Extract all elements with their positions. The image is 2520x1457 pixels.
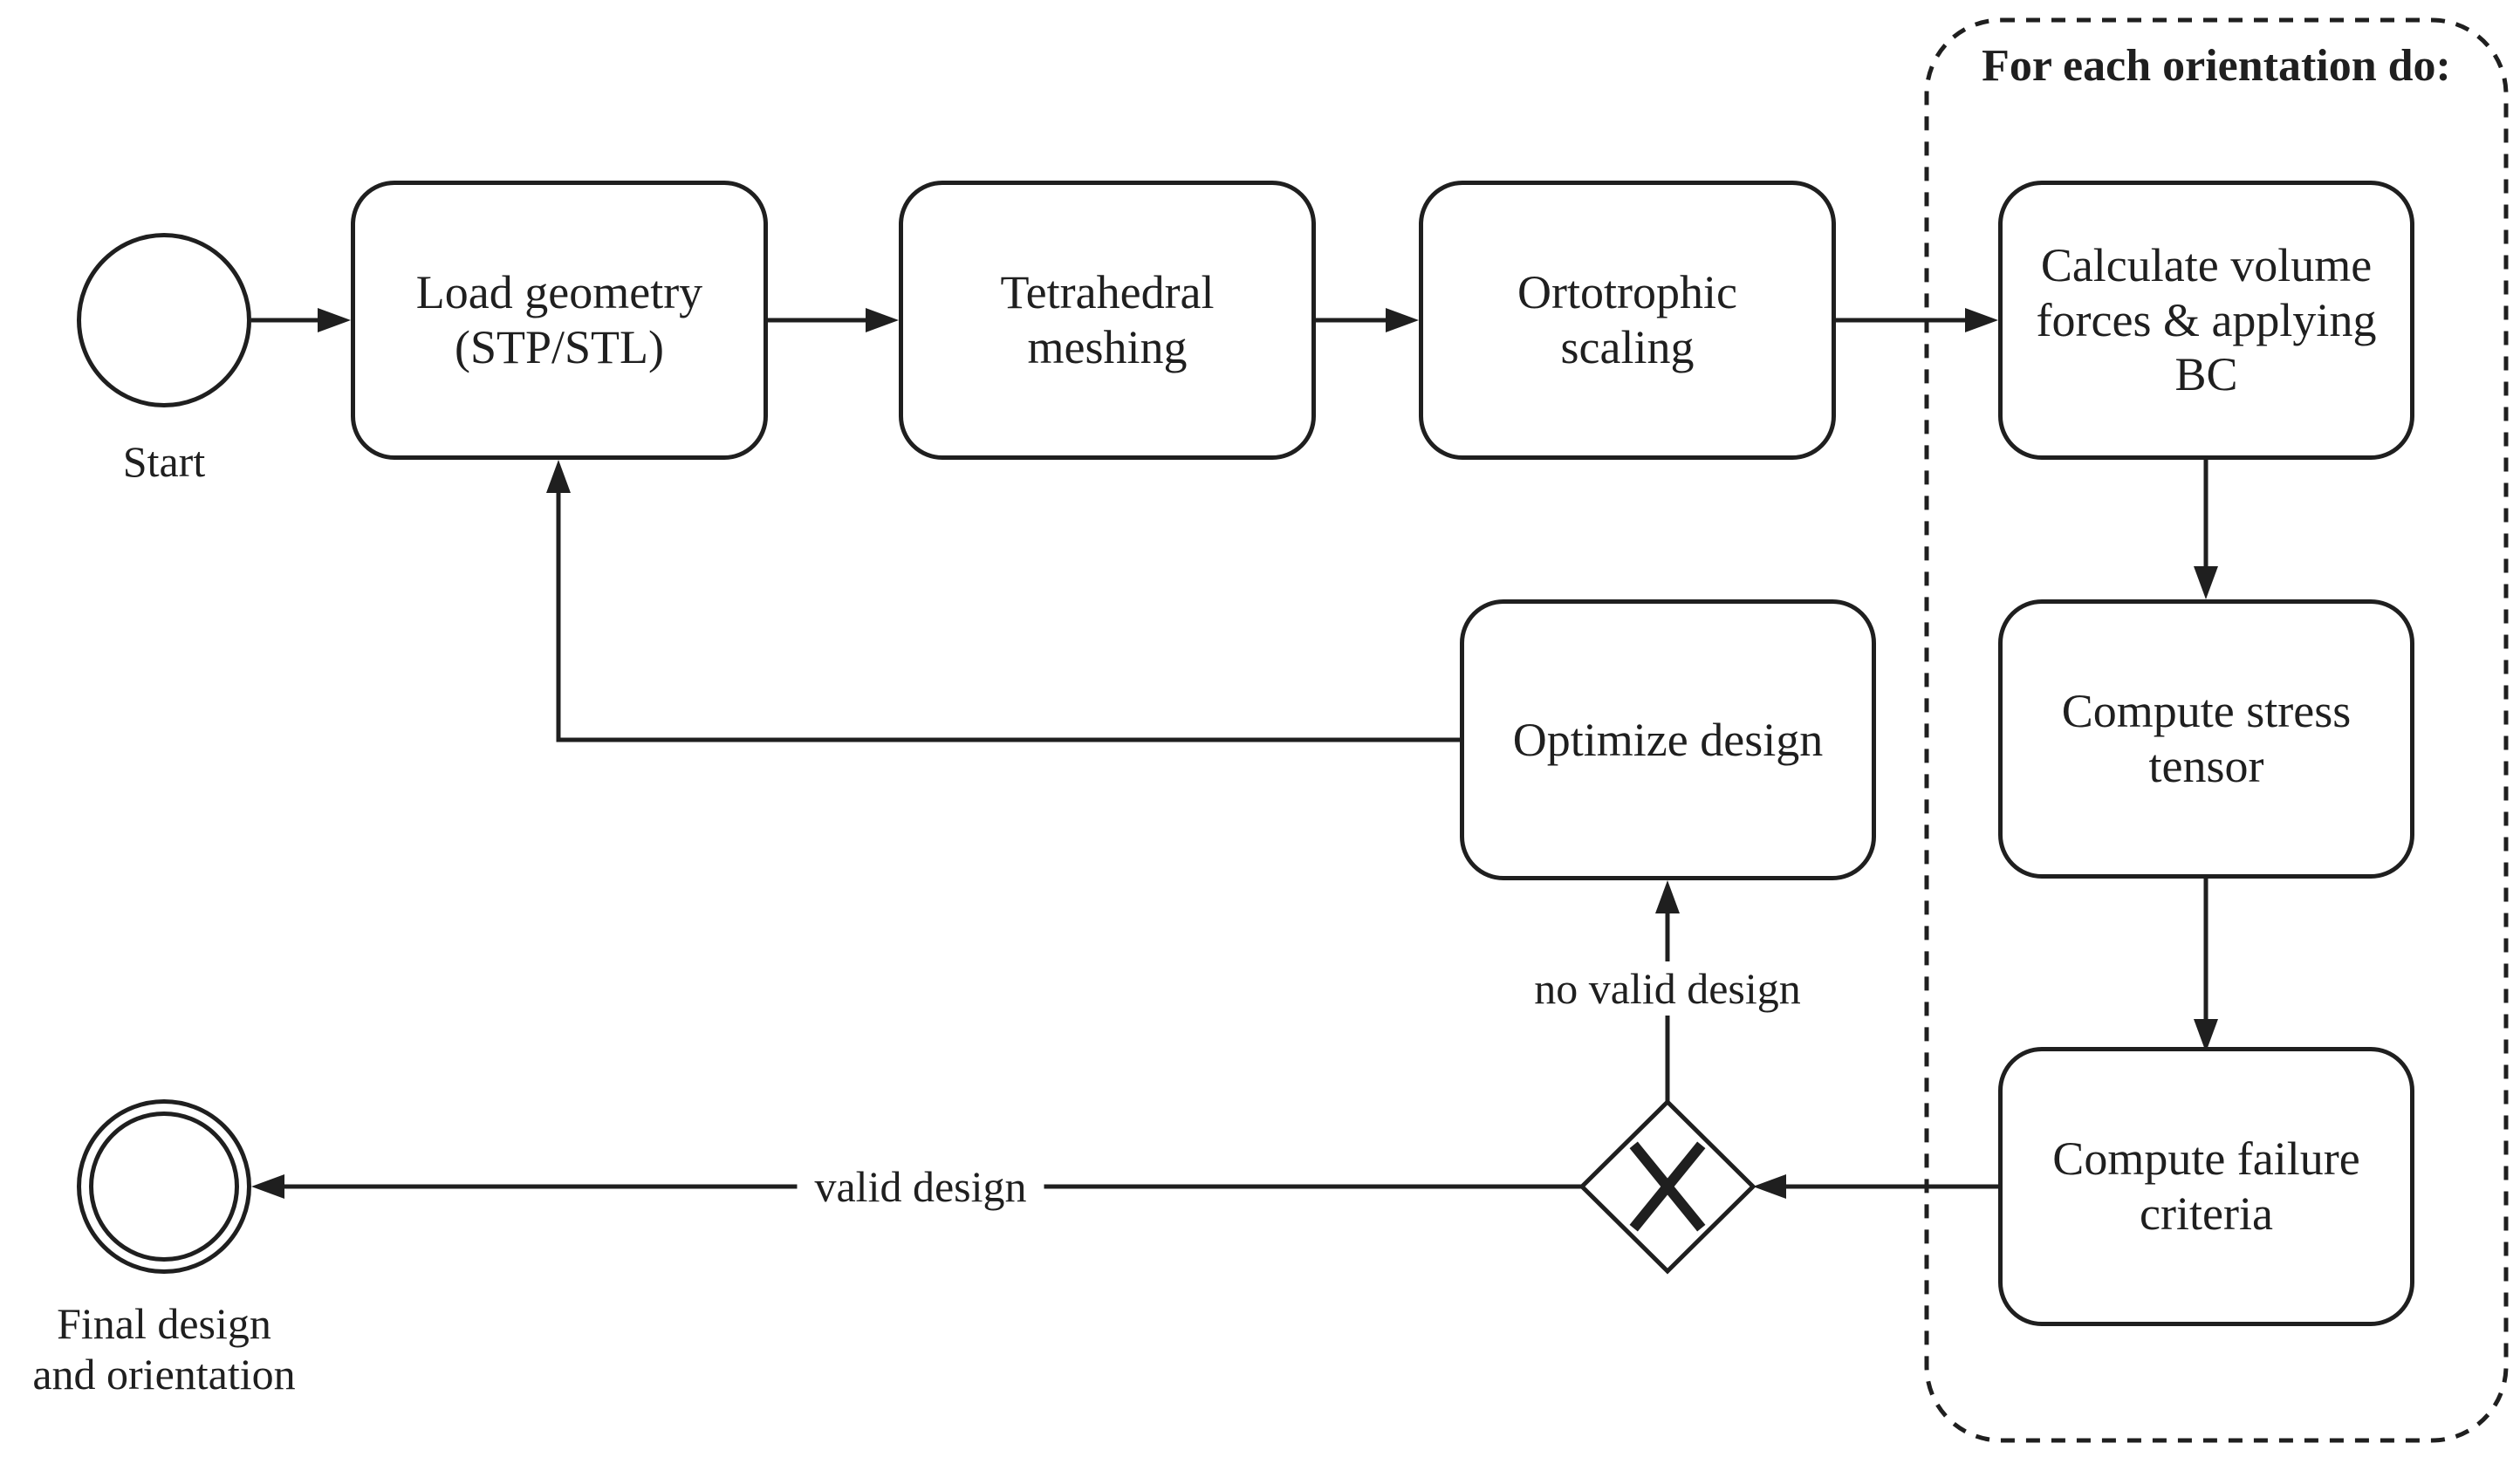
task-compute-stress-tensor: Compute stress tensor — [1998, 599, 2414, 879]
arrowhead-right-icon — [1386, 308, 1419, 332]
edge-compute-stress-to-compute-failure — [2194, 879, 2218, 1052]
end-event-label: Final design and orientation — [32, 1299, 296, 1399]
task-optimize-design: Optimize design — [1460, 599, 1876, 880]
arrowhead-down-icon — [2194, 1019, 2218, 1052]
start-event-label: Start — [122, 437, 206, 486]
arrowhead-left-icon — [251, 1174, 284, 1199]
task-tetrahedral-meshing: Tetrahedral meshing — [899, 181, 1316, 460]
edge-tetrahedral-to-ortotrophic — [1316, 308, 1419, 332]
gateway-x-icon — [1629, 1141, 1706, 1232]
arrowhead-right-icon — [866, 308, 899, 332]
end-event — [77, 1099, 251, 1274]
task-calculate-volume-forces: Calculate volume forces & applying BC — [1998, 181, 2414, 460]
edge-label-valid-design: valid design — [797, 1159, 1044, 1214]
start-event — [77, 233, 251, 407]
arrowhead-right-icon — [318, 308, 351, 332]
arrowhead-right-icon — [1965, 308, 1998, 332]
edge-start-to-load-geometry — [251, 308, 351, 332]
task-load-geometry: Load geometry (STP/STL) — [351, 181, 768, 460]
end-event-inner-ring — [89, 1112, 239, 1262]
edge-label-no-valid-design: no valid design — [1517, 961, 1818, 1016]
loop-group-title: For each orientation do: — [1982, 41, 2451, 91]
edge-ortotrophic-to-calculate-volume — [1836, 308, 1998, 332]
exclusive-gateway — [1578, 1098, 1756, 1275]
arrowhead-up-icon — [546, 460, 571, 493]
arrowhead-left-icon — [1753, 1174, 1786, 1199]
loop-group-dashed-border — [1924, 17, 2509, 1443]
task-compute-failure-criteria: Compute failure criteria — [1998, 1047, 2414, 1326]
edge-optimize-to-load-geometry-feedback — [546, 460, 1460, 742]
edge-calculate-volume-to-compute-stress — [2194, 460, 2218, 599]
arrowhead-down-icon — [2194, 566, 2218, 599]
task-ortotrophic-scaling: Ortotrophic scaling — [1419, 181, 1836, 460]
edge-load-geometry-to-tetrahedral — [768, 308, 899, 332]
arrowhead-up-icon — [1655, 880, 1680, 913]
edge-compute-failure-to-gateway — [1753, 1174, 1998, 1199]
